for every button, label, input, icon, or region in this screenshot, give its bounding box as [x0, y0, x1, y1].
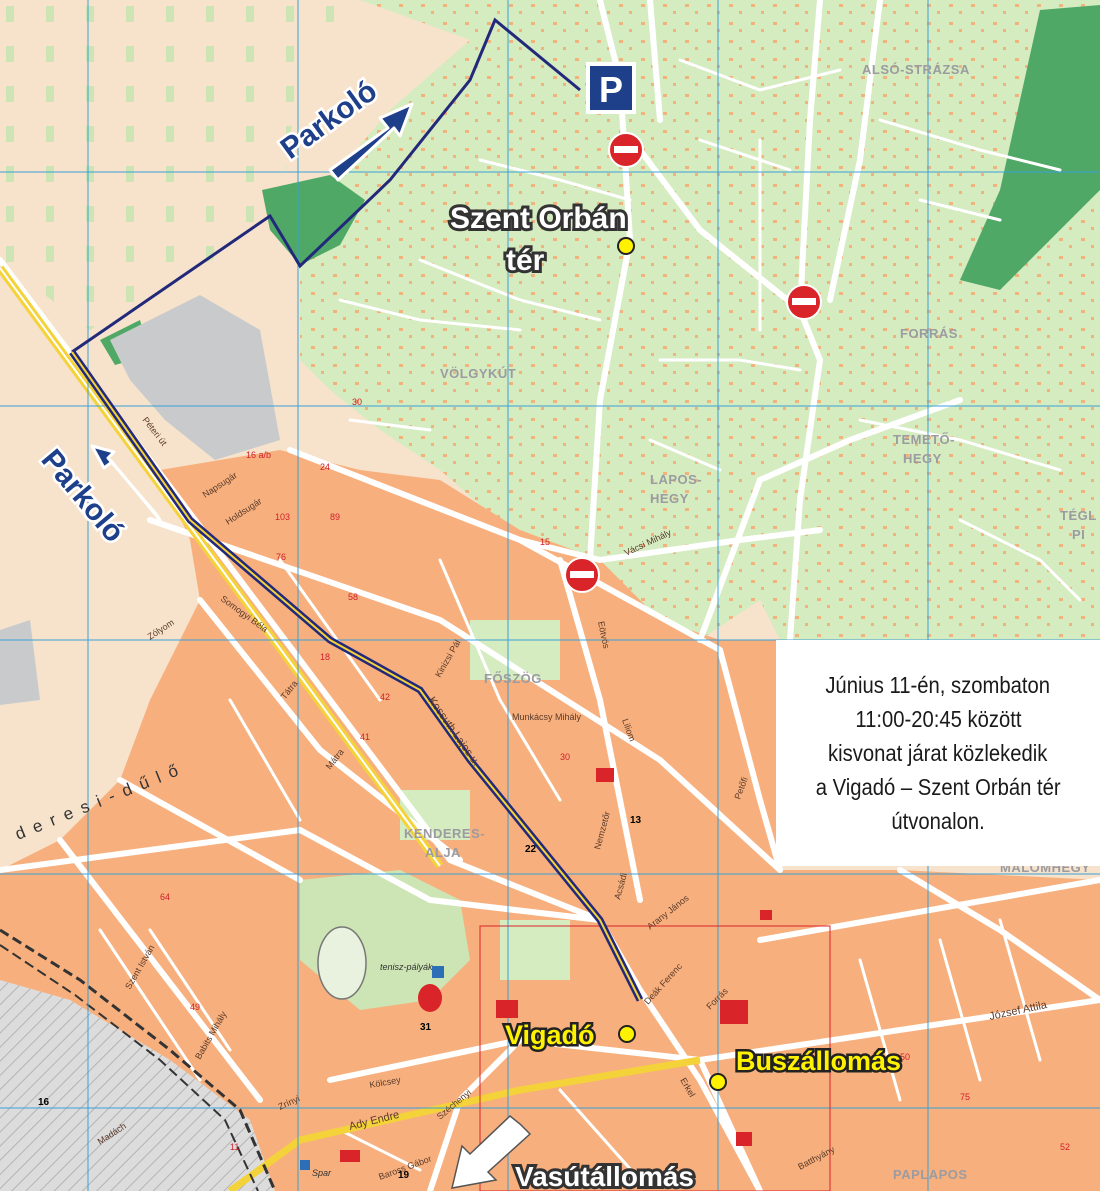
- district-lapos: LAPOS-: [650, 472, 702, 487]
- district-foszog: FŐSZÖG: [484, 671, 542, 686]
- svg-text:18: 18: [320, 652, 330, 662]
- district-pi: PI: [1072, 527, 1085, 542]
- info-line-2: 11:00-20:45 között: [854, 706, 1022, 732]
- sports-track: [317, 926, 367, 1000]
- svg-text:89: 89: [330, 512, 340, 522]
- poi-number-16: 16: [38, 1097, 50, 1108]
- district-volgykut: VÖLGYKÚT: [440, 366, 516, 381]
- svg-text:41: 41: [360, 732, 370, 742]
- info-line-5: útvonalon.: [891, 808, 985, 834]
- stop-szent-orban-icon[interactable]: [617, 237, 635, 255]
- district-forras: FORRÁS: [900, 326, 958, 341]
- district-also-strazsa: ALSÓ-STRÁZSA: [862, 62, 970, 77]
- parking-access-route: [71, 17, 581, 354]
- label-vasutallomas: Vasútállomás: [515, 1161, 694, 1191]
- label-szent-orban: Szent Orbán: [450, 202, 627, 235]
- industrial-area: [110, 295, 280, 460]
- poi-number-31: 31: [420, 1022, 432, 1033]
- parking-arrow-north-icon: [328, 102, 414, 182]
- house-numbers: 16 a/b 24 30 103 89 76 58 18 42 41 15 30…: [160, 397, 1070, 1152]
- svg-text:30: 30: [560, 752, 570, 762]
- district-temeto-hegy: HEGY: [903, 451, 942, 466]
- no-entry-sign-3-icon[interactable]: [564, 557, 600, 593]
- district-paplapos: PAPLAPOS: [893, 1167, 968, 1182]
- label-vigado: Vigadó: [505, 1020, 595, 1050]
- label-ter: tér: [506, 244, 545, 277]
- parking-arrow-west-icon: [90, 444, 162, 522]
- buildings: [340, 768, 772, 1162]
- district-hegy: HEGY: [650, 491, 689, 506]
- town-centre-frame: [479, 925, 831, 1191]
- small-parking-icon-2: [300, 1160, 310, 1170]
- svg-text:58: 58: [348, 592, 358, 602]
- tennis-marker-icon: [418, 984, 442, 1012]
- svg-text:11: 11: [230, 1142, 239, 1152]
- svg-text:76: 76: [276, 552, 286, 562]
- info-box: Június 11-én, szombaton 11:00-20:45 közö…: [776, 640, 1100, 866]
- svg-text:52: 52: [1060, 1142, 1070, 1152]
- fields-west: [0, 0, 360, 330]
- railway-line-2: [0, 944, 259, 1191]
- small-parking-icon: [432, 966, 444, 978]
- no-entry-sign-2-icon[interactable]: [786, 284, 822, 320]
- info-line-4: a Vigadó – Szent Orbán tér: [815, 774, 1061, 800]
- vineyard-area: [300, 0, 1100, 640]
- district-temeto: TEMETŐ-: [893, 432, 955, 447]
- green-square-3: [500, 920, 570, 980]
- street-munkacsy: Munkácsy Mihály: [512, 712, 582, 722]
- district-tegl: TÉGL: [1060, 508, 1097, 523]
- grey-lot-3: [0, 620, 40, 705]
- svg-text:24: 24: [320, 462, 330, 472]
- main-road-center: [0, 267, 441, 867]
- svg-text:42: 42: [380, 692, 390, 702]
- rail-yard: [0, 980, 275, 1191]
- forest-patch-1: [262, 175, 365, 265]
- svg-text:15: 15: [540, 537, 550, 547]
- poi-number-22: 22: [525, 844, 537, 855]
- svg-text:64: 64: [160, 892, 170, 902]
- svg-text:50: 50: [900, 1052, 910, 1062]
- arrow-to-station-icon: [451, 1115, 532, 1189]
- svg-text:49: 49: [190, 1002, 200, 1012]
- poi-tennis: tenisz-pályák 31: [380, 962, 442, 1033]
- svg-text:75: 75: [960, 1092, 970, 1102]
- district-alja: ALJA: [425, 845, 461, 860]
- stop-vigado-icon[interactable]: [618, 1025, 636, 1043]
- train-route-inner: [71, 351, 641, 1001]
- poi-number-13: 13: [630, 815, 642, 826]
- info-line-3: kisvonat járat közlekedik: [828, 740, 1048, 766]
- svg-text:16 a/b: 16 a/b: [246, 450, 271, 460]
- svg-text:30: 30: [352, 397, 362, 407]
- railway-line: [0, 928, 277, 1191]
- info-line-1: Június 11-én, szombaton: [825, 672, 1051, 698]
- parking-sign-icon[interactable]: P: [586, 62, 636, 114]
- district-kenderes: KENDERES-: [404, 826, 485, 841]
- no-entry-sign-1-icon[interactable]: [608, 132, 644, 168]
- parking-sign-letter: P: [599, 69, 623, 110]
- stop-buszallomas-icon[interactable]: [709, 1073, 727, 1091]
- label-buszallomas: Buszállomás: [736, 1046, 901, 1076]
- poi-number-19: 19: [398, 1170, 410, 1181]
- tennis-label: tenisz-pályák: [380, 962, 433, 972]
- spar-label: Spar: [312, 1168, 332, 1178]
- svg-text:103: 103: [275, 512, 290, 522]
